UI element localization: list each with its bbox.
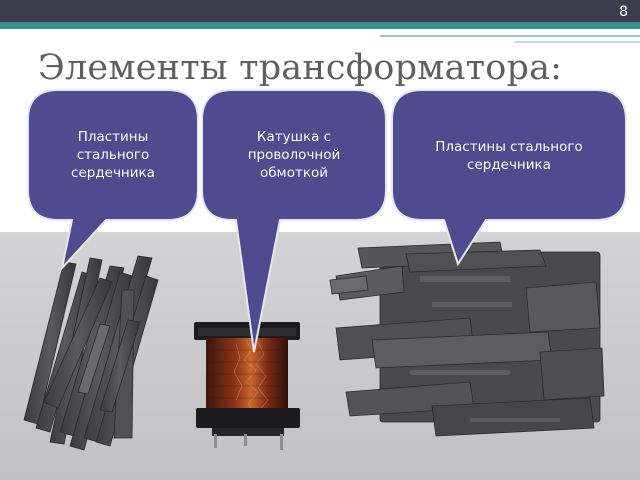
slide-title: Элементы трансформатора: <box>38 48 563 88</box>
callout-bubble-1 <box>27 89 199 272</box>
slide-header-bar <box>0 0 640 22</box>
transformer-parts-photo <box>0 232 640 480</box>
callout-label-3: Пластины стального сердечника <box>435 139 583 173</box>
slide-header-accent <box>0 22 640 29</box>
callout-label-2: Катушка с проволочной обмоткой <box>247 129 341 181</box>
callout-bubble-3 <box>391 89 627 267</box>
e-shaped-steel-plates <box>329 241 605 437</box>
callout-bubble-2 <box>201 89 387 353</box>
callout-label-1: Пластины стального сердечника <box>71 129 155 181</box>
decor-line <box>515 41 640 43</box>
decor-line <box>380 35 640 37</box>
slide-number: 8 <box>619 4 628 20</box>
stacked-steel-plates <box>23 255 159 451</box>
wire-coil <box>194 322 300 450</box>
